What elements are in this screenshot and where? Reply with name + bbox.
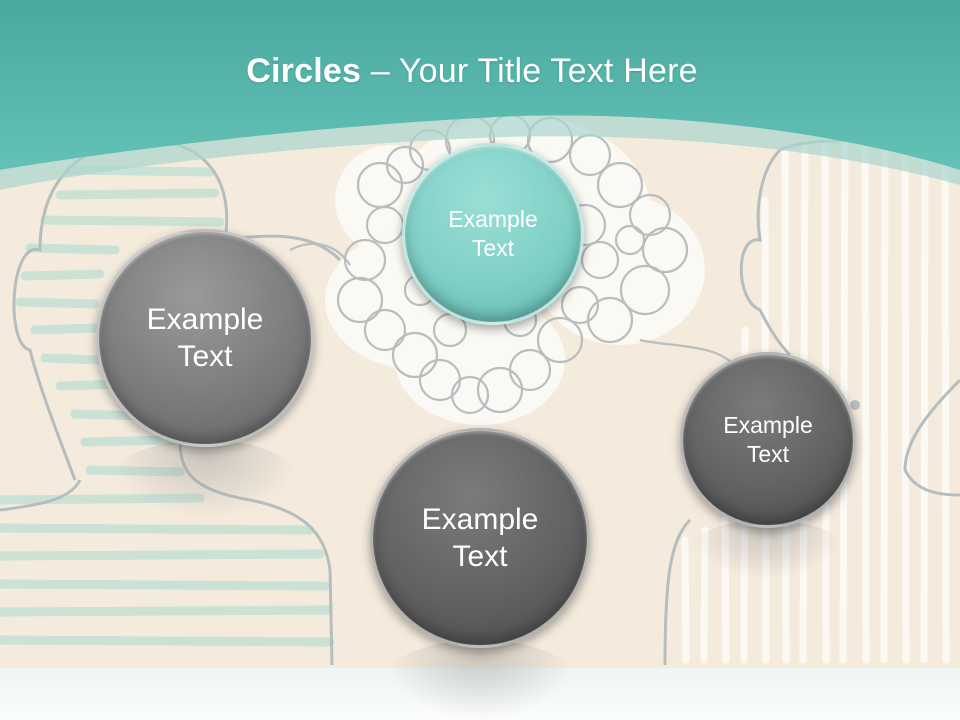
circle-top-teal-line2: Text: [471, 235, 515, 261]
title-bold: Circles: [246, 52, 362, 90]
circle-left-large-line2: Text: [177, 340, 233, 373]
floor-strip: [0, 668, 960, 720]
circle-bottom-dark-label: Example Text: [422, 501, 539, 576]
title-text: – Your Title Text Here: [361, 52, 698, 90]
circle-bottom-dark-line2: Text: [452, 540, 508, 573]
circle-left-large-line1: Example: [146, 302, 264, 336]
left-shoulder-outline: [178, 439, 334, 666]
circle-right-small[interactable]: Example Text: [680, 352, 856, 528]
circle-4-reflection: [690, 520, 845, 580]
left-head-stripes: [0, 165, 335, 647]
right-shoulder-outline: [663, 518, 692, 666]
circle-right-small-label: Example Text: [723, 411, 812, 469]
circle-bottom-dark[interactable]: Example Text: [370, 428, 590, 648]
slide-title: Circles – Your Title Text Here: [0, 52, 944, 91]
circle-right-small-line1: Example: [723, 412, 813, 439]
header-band: [0, 0, 960, 170]
circle-1-reflection: [110, 440, 300, 520]
circle-right-small-line2: Text: [746, 441, 790, 467]
circle-2-reflection: [385, 640, 575, 720]
circle-top-teal-label: Example Text: [448, 205, 537, 263]
circle-left-large-label: Example Text: [147, 301, 264, 376]
header-wave: [0, 115, 960, 190]
circle-top-teal-line1: Example: [448, 206, 538, 233]
circle-bottom-dark-line1: Example: [421, 502, 539, 536]
circle-top-teal[interactable]: Example Text: [402, 143, 584, 325]
circle-left-large[interactable]: Example Text: [96, 229, 314, 447]
